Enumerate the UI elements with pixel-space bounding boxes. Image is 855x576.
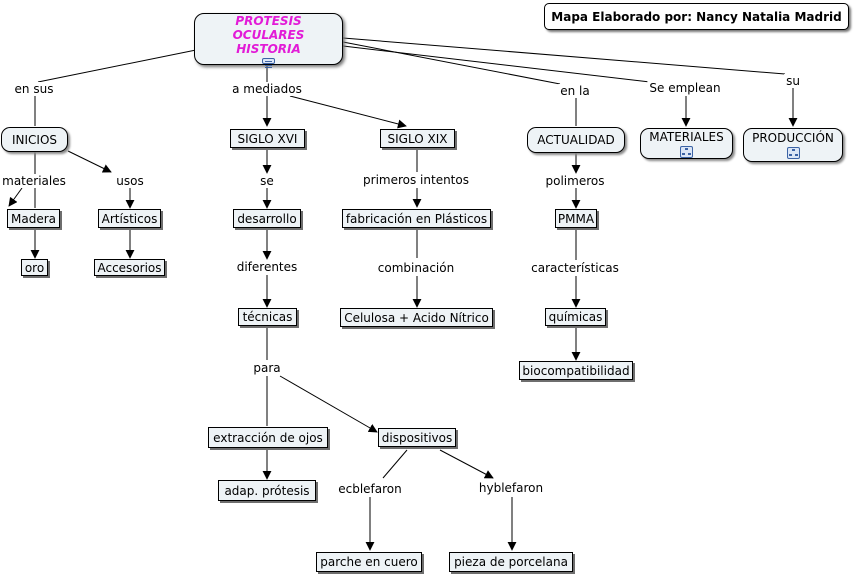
- link-materiales: materiales: [0, 174, 68, 188]
- main-concept-node[interactable]: PROTESIS OCULARES HISTORIA: [194, 13, 343, 65]
- link-en-la: en la: [558, 84, 592, 98]
- concept-madera[interactable]: Madera: [7, 209, 60, 228]
- concept-siglo-xix-label: SIGLO XIX: [387, 131, 448, 146]
- concept-pmma-label: PMMA: [557, 211, 595, 226]
- author-credit-box: Mapa Elaborado por: Nancy Natalia Madrid: [544, 3, 849, 30]
- concept-extraccion-label: extracción de ojos: [213, 430, 323, 445]
- link-caracteristicas: características: [529, 261, 621, 275]
- concept-inicios[interactable]: INICIOS: [1, 127, 68, 152]
- concept-oro[interactable]: oro: [21, 259, 48, 276]
- concept-tecnicas-label: técnicas: [242, 310, 293, 324]
- concept-dispositivos[interactable]: dispositivos: [378, 428, 456, 447]
- concept-desarrollo-label: desarrollo: [237, 211, 297, 226]
- concept-pieza-de-porcelana[interactable]: pieza de porcelana: [449, 552, 573, 572]
- concept-tecnicas[interactable]: técnicas: [238, 308, 297, 326]
- concept-quimicas[interactable]: químicas: [545, 308, 606, 326]
- concept-adap-protesis[interactable]: adap. prótesis: [218, 480, 316, 501]
- concept-dispositivos-label: dispositivos: [381, 430, 453, 445]
- link-combinacion: combinación: [375, 261, 457, 275]
- concept-adap-protesis-label: adap. prótesis: [224, 483, 310, 498]
- link-polimeros: polimeros: [543, 174, 607, 188]
- link-en-sus: en sus: [12, 82, 56, 96]
- concept-biocompatibilidad[interactable]: biocompatibilidad: [519, 361, 633, 380]
- concept-siglo-xvi[interactable]: SIGLO XVI: [230, 129, 305, 148]
- link-primeros-intentos: primeros intentos: [361, 173, 471, 187]
- concept-artisticos-label: Artísticos: [101, 211, 158, 226]
- concept-produccion[interactable]: PRODUCCIÓN: [743, 128, 843, 162]
- concept-siglo-xix[interactable]: SIGLO XIX: [380, 129, 455, 148]
- concept-parche-en-cuero[interactable]: parche en cuero: [316, 552, 422, 572]
- concept-inicios-label: INICIOS: [11, 132, 58, 147]
- concept-actualidad-label: ACTUALIDAD: [537, 133, 615, 147]
- link-se-emplean: Se emplean: [647, 81, 723, 95]
- main-concept-title: PROTESIS OCULARES HISTORIA: [232, 14, 305, 56]
- link-diferentes: diferentes: [234, 260, 300, 274]
- concept-artisticos[interactable]: Artísticos: [98, 209, 161, 228]
- concept-accesorios-label: Accesorios: [97, 260, 162, 275]
- link-a-mediados: a mediados: [230, 82, 304, 96]
- concept-pmma[interactable]: PMMA: [555, 209, 597, 228]
- concept-biocompat-label: biocompatibilidad: [522, 363, 630, 378]
- link-su: su: [784, 74, 802, 88]
- concept-actualidad[interactable]: ACTUALIDAD: [527, 127, 625, 153]
- concept-quimicas-label: químicas: [548, 310, 603, 324]
- concept-parche-label: parche en cuero: [320, 555, 418, 569]
- concept-map-icon[interactable]: [786, 147, 800, 159]
- link-hyblefaron: hyblefaron: [476, 481, 546, 495]
- link-se: se: [258, 174, 276, 188]
- concept-fabricacion-en-plasticos[interactable]: fabricación en Plásticos: [342, 209, 491, 228]
- concept-produccion-label: PRODUCCIÓN: [752, 131, 834, 145]
- concept-materiales[interactable]: MATERIALES: [640, 128, 733, 159]
- concept-pieza-label: pieza de porcelana: [454, 555, 568, 569]
- concept-madera-label: Madera: [11, 211, 56, 226]
- link-ecblefaron: ecblefaron: [336, 482, 404, 496]
- link-usos: usos: [114, 174, 146, 188]
- concept-siglo-xvi-label: SIGLO XVI: [237, 131, 298, 146]
- concept-materiales-label: MATERIALES: [649, 129, 724, 144]
- link-para: para: [251, 361, 283, 375]
- document-icon[interactable]: [262, 58, 275, 64]
- concept-celulosa-acido-nitrico[interactable]: Celulosa + Acido Nítrico: [340, 308, 493, 327]
- concept-fabricacion-label: fabricación en Plásticos: [345, 211, 488, 226]
- author-credit-text: Mapa Elaborado por: Nancy Natalia Madrid: [551, 9, 842, 24]
- concept-extraccion-de-ojos[interactable]: extracción de ojos: [208, 427, 328, 448]
- concept-celulosa-label: Celulosa + Acido Nítrico: [344, 310, 489, 325]
- concept-oro-label: oro: [24, 260, 45, 275]
- concept-map-icon[interactable]: [680, 145, 693, 158]
- concept-accesorios[interactable]: Accesorios: [94, 259, 165, 276]
- concept-desarrollo[interactable]: desarrollo: [233, 209, 301, 228]
